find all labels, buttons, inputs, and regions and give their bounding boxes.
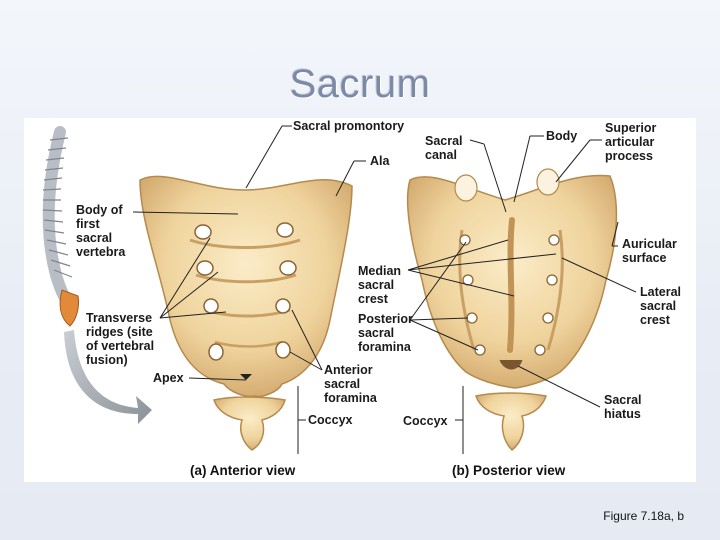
label-coccyx-posterior: Coccyx bbox=[403, 414, 448, 428]
sacrum-anterior bbox=[139, 175, 353, 451]
label-transverse-ridges: Transverse ridges (site of vertebral fus… bbox=[86, 311, 155, 367]
label-median-sacral-crest: Median sacral crest bbox=[358, 264, 402, 306]
label-sacral-promontory: Sacral promontory bbox=[293, 119, 405, 133]
label-coccyx-anterior: Coccyx bbox=[308, 413, 353, 427]
posterior-view-label: (b) Posterior view bbox=[452, 463, 566, 478]
label-body-of-first-sacral-vertebra: Body of first sacral vertebra bbox=[76, 203, 126, 259]
figure-caption: Figure 7.18a, b bbox=[603, 509, 684, 523]
label-superior-articular-process: Superior articular process bbox=[605, 121, 657, 163]
label-ala: Ala bbox=[370, 154, 390, 168]
label-auricular-surface: Auricular surface bbox=[622, 237, 677, 265]
label-anterior-sacral-foramina: Anterior sacral foramina bbox=[324, 363, 377, 405]
label-apex: Apex bbox=[153, 371, 184, 385]
curved-arrow-icon bbox=[64, 330, 152, 424]
label-posterior-sacral-foramina: Posterior sacral foramina bbox=[358, 312, 413, 354]
anterior-view-label: (a) Anterior view bbox=[190, 463, 296, 478]
label-sacral-canal: Sacral canal bbox=[425, 134, 463, 162]
vertebral-column-icon bbox=[42, 126, 79, 327]
sacrum-posterior bbox=[406, 168, 618, 452]
label-body: Body bbox=[546, 129, 578, 143]
label-sacral-hiatus: Sacral hiatus bbox=[604, 393, 642, 421]
leader-lines bbox=[132, 125, 637, 454]
apex-arrowhead-icon bbox=[240, 374, 252, 380]
slide-title: Sacrum bbox=[289, 62, 431, 106]
label-lateral-sacral-crest: Lateral sacral crest bbox=[640, 285, 681, 327]
